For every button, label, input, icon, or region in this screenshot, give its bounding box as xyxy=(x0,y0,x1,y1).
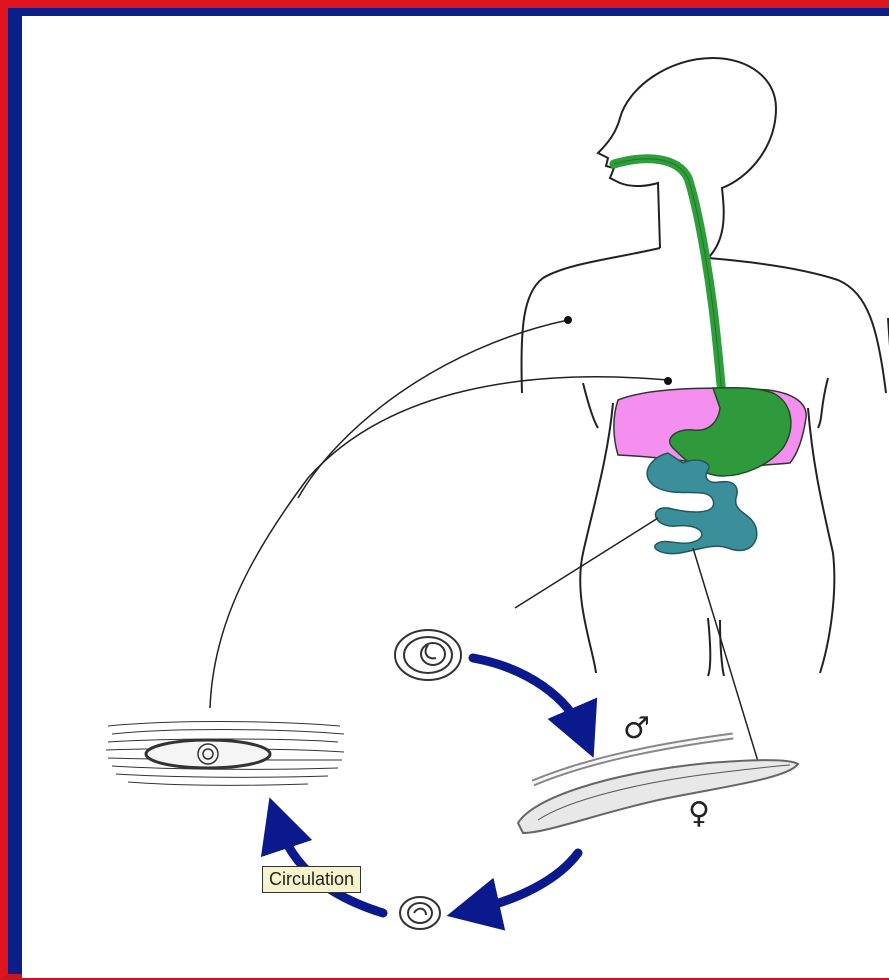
encysted-larva-muscle xyxy=(106,722,344,786)
diaphragm-point xyxy=(664,377,672,385)
female-symbol-icon: ♀ xyxy=(688,796,710,831)
muscle-point xyxy=(564,316,572,324)
cysted-larva-top xyxy=(395,630,461,680)
diagram-panel: ♂ ♀ Circulation xyxy=(22,16,889,978)
adult-worms xyxy=(518,736,798,833)
larva-bottom xyxy=(400,897,440,929)
life-cycle-diagram: ♂ ♀ xyxy=(22,16,889,978)
male-symbol-icon: ♂ xyxy=(623,711,650,746)
human-body-outline xyxy=(521,58,889,676)
esophagus xyxy=(614,159,723,403)
circulation-label: Circulation xyxy=(262,866,361,893)
